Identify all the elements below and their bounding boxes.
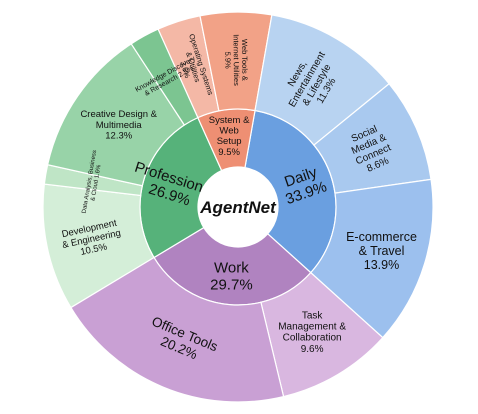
- outer-label-line: Task: [302, 310, 324, 321]
- outer-label-line: & Travel: [359, 244, 405, 258]
- inner-label-line: Work: [214, 260, 249, 277]
- inner-label-line: 9.5%: [218, 147, 240, 158]
- center-label: AgentNet: [199, 198, 277, 217]
- outer-label-line: Creative Design &: [80, 109, 157, 120]
- outer-segment-knowledge-discovery-research: [130, 28, 199, 126]
- outer-label-line: Internet Utilities: [232, 34, 242, 86]
- outer-label-line: E-commerce: [346, 230, 417, 244]
- inner-label-line: Web: [219, 126, 238, 137]
- outer-segment-e-commerce-travel: [309, 178, 434, 339]
- outer-label-line: 13.9%: [364, 258, 399, 272]
- inner-label-line: 29.7%: [210, 276, 253, 293]
- outer-segment-office-tools: [70, 256, 285, 403]
- outer-label-line: 9.6%: [301, 344, 324, 355]
- center-disc: [198, 167, 278, 247]
- outer-label-line: Multimedia: [96, 120, 143, 131]
- inner-label-line: System &: [209, 115, 250, 126]
- outer-label-line: Collaboration: [283, 333, 342, 344]
- outer-label-line: 12.3%: [105, 131, 132, 142]
- outer-label-line: Management &: [278, 322, 346, 333]
- chart-rings: [42, 11, 434, 403]
- inner-label-line: Setup: [217, 136, 242, 147]
- outer-label-line: 5.9%: [223, 51, 232, 69]
- outer-label-line: Web Tools &: [240, 39, 249, 81]
